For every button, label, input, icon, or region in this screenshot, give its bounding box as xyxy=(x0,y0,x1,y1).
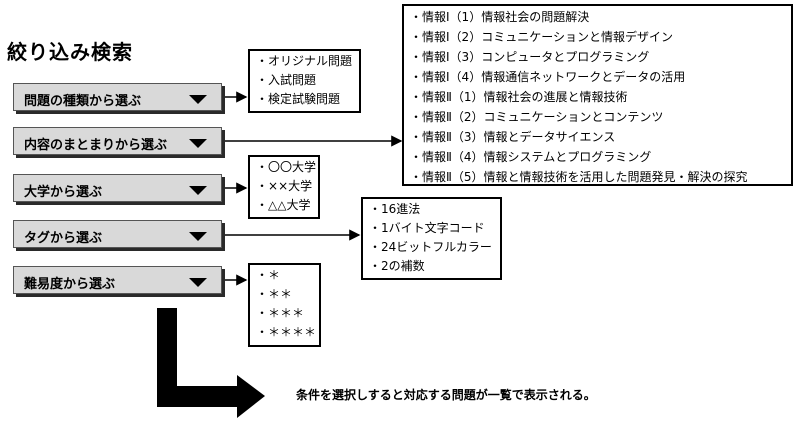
filter-content-unit-button[interactable]: 内容のまとまりから選ぶ xyxy=(13,127,222,155)
option-item[interactable]: ＊＊＊＊ xyxy=(256,323,316,342)
result-arrow-icon xyxy=(157,308,265,418)
option-item[interactable]: ＊＊＊ xyxy=(256,304,313,323)
filter-label: 内容のまとまりから選ぶ xyxy=(24,138,168,153)
option-item[interactable]: ＊ xyxy=(256,266,313,285)
option-item[interactable]: 情報Ⅱ（1）情報社会の進展と情報技術 xyxy=(410,87,785,107)
chevron-down-icon xyxy=(189,232,207,241)
filter-label: 問題の種類から選ぶ xyxy=(24,94,142,109)
chevron-down-icon xyxy=(189,139,207,148)
filter-problem-type-button[interactable]: 問題の種類から選ぶ xyxy=(13,83,222,111)
option-item[interactable]: 情報Ⅰ（1）情報社会の問題解決 xyxy=(410,7,785,27)
result-note: 条件を選択しすると対応する問題が一覧で表示される。 xyxy=(296,388,596,402)
filter-label: 大学から選ぶ xyxy=(24,185,103,200)
filter-difficulty-button[interactable]: 難易度から選ぶ xyxy=(13,266,222,294)
option-item[interactable]: 〇〇大学 xyxy=(256,158,316,177)
option-item[interactable]: 情報Ⅰ（2）コミュニケーションと情報デザイン xyxy=(410,27,785,47)
option-item[interactable]: ××大学 xyxy=(256,177,312,196)
chevron-down-icon xyxy=(189,95,207,104)
page-title: 絞り込み検索 xyxy=(7,40,133,64)
chevron-down-icon xyxy=(189,278,207,287)
difficulty-options: ＊ ＊＊ ＊＊＊ ＊＊＊＊ xyxy=(248,263,321,347)
option-item[interactable]: 検定試験問題 xyxy=(256,90,353,109)
filter-label: タグから選ぶ xyxy=(24,231,103,246)
problem-type-options: オリジナル問題 入試問題 検定試験問題 xyxy=(248,49,361,113)
option-item[interactable]: 情報Ⅱ（3）情報とデータサイエンス xyxy=(410,127,785,147)
option-item[interactable]: 情報Ⅰ（4）情報通信ネットワークとデータの活用 xyxy=(410,67,785,87)
option-item[interactable]: △△大学 xyxy=(256,196,312,215)
option-item[interactable]: 情報Ⅱ（4）情報システムとプログラミング xyxy=(410,147,785,167)
option-item[interactable]: 情報Ⅱ（5）情報と情報技術を活用した問題発見・解決の探究 xyxy=(410,167,785,187)
chevron-down-icon xyxy=(189,186,207,195)
option-item[interactable]: 16進法 xyxy=(369,200,494,219)
tag-options: 16進法 1バイト文字コード 24ビットフルカラー 2の補数 xyxy=(361,197,502,280)
filter-label: 難易度から選ぶ xyxy=(24,277,116,292)
option-item[interactable]: 入試問題 xyxy=(256,71,353,90)
option-item[interactable]: 情報Ⅰ（3）コンピュータとプログラミング xyxy=(410,47,785,67)
filter-tag-button[interactable]: タグから選ぶ xyxy=(13,220,222,248)
option-item[interactable]: 24ビットフルカラー xyxy=(369,238,494,257)
option-item[interactable]: オリジナル問題 xyxy=(256,52,353,71)
filter-university-button[interactable]: 大学から選ぶ xyxy=(13,174,222,202)
content-unit-options: 情報Ⅰ（1）情報社会の問題解決 情報Ⅰ（2）コミュニケーションと情報デザイン 情… xyxy=(402,4,793,186)
option-item[interactable]: 情報Ⅱ（2）コミュニケーションとコンテンツ xyxy=(410,107,785,127)
option-item[interactable]: ＊＊ xyxy=(256,285,313,304)
option-item[interactable]: 1バイト文字コード xyxy=(369,219,494,238)
option-item[interactable]: 2の補数 xyxy=(369,257,494,276)
university-options: 〇〇大学 ××大学 △△大学 xyxy=(248,155,320,219)
